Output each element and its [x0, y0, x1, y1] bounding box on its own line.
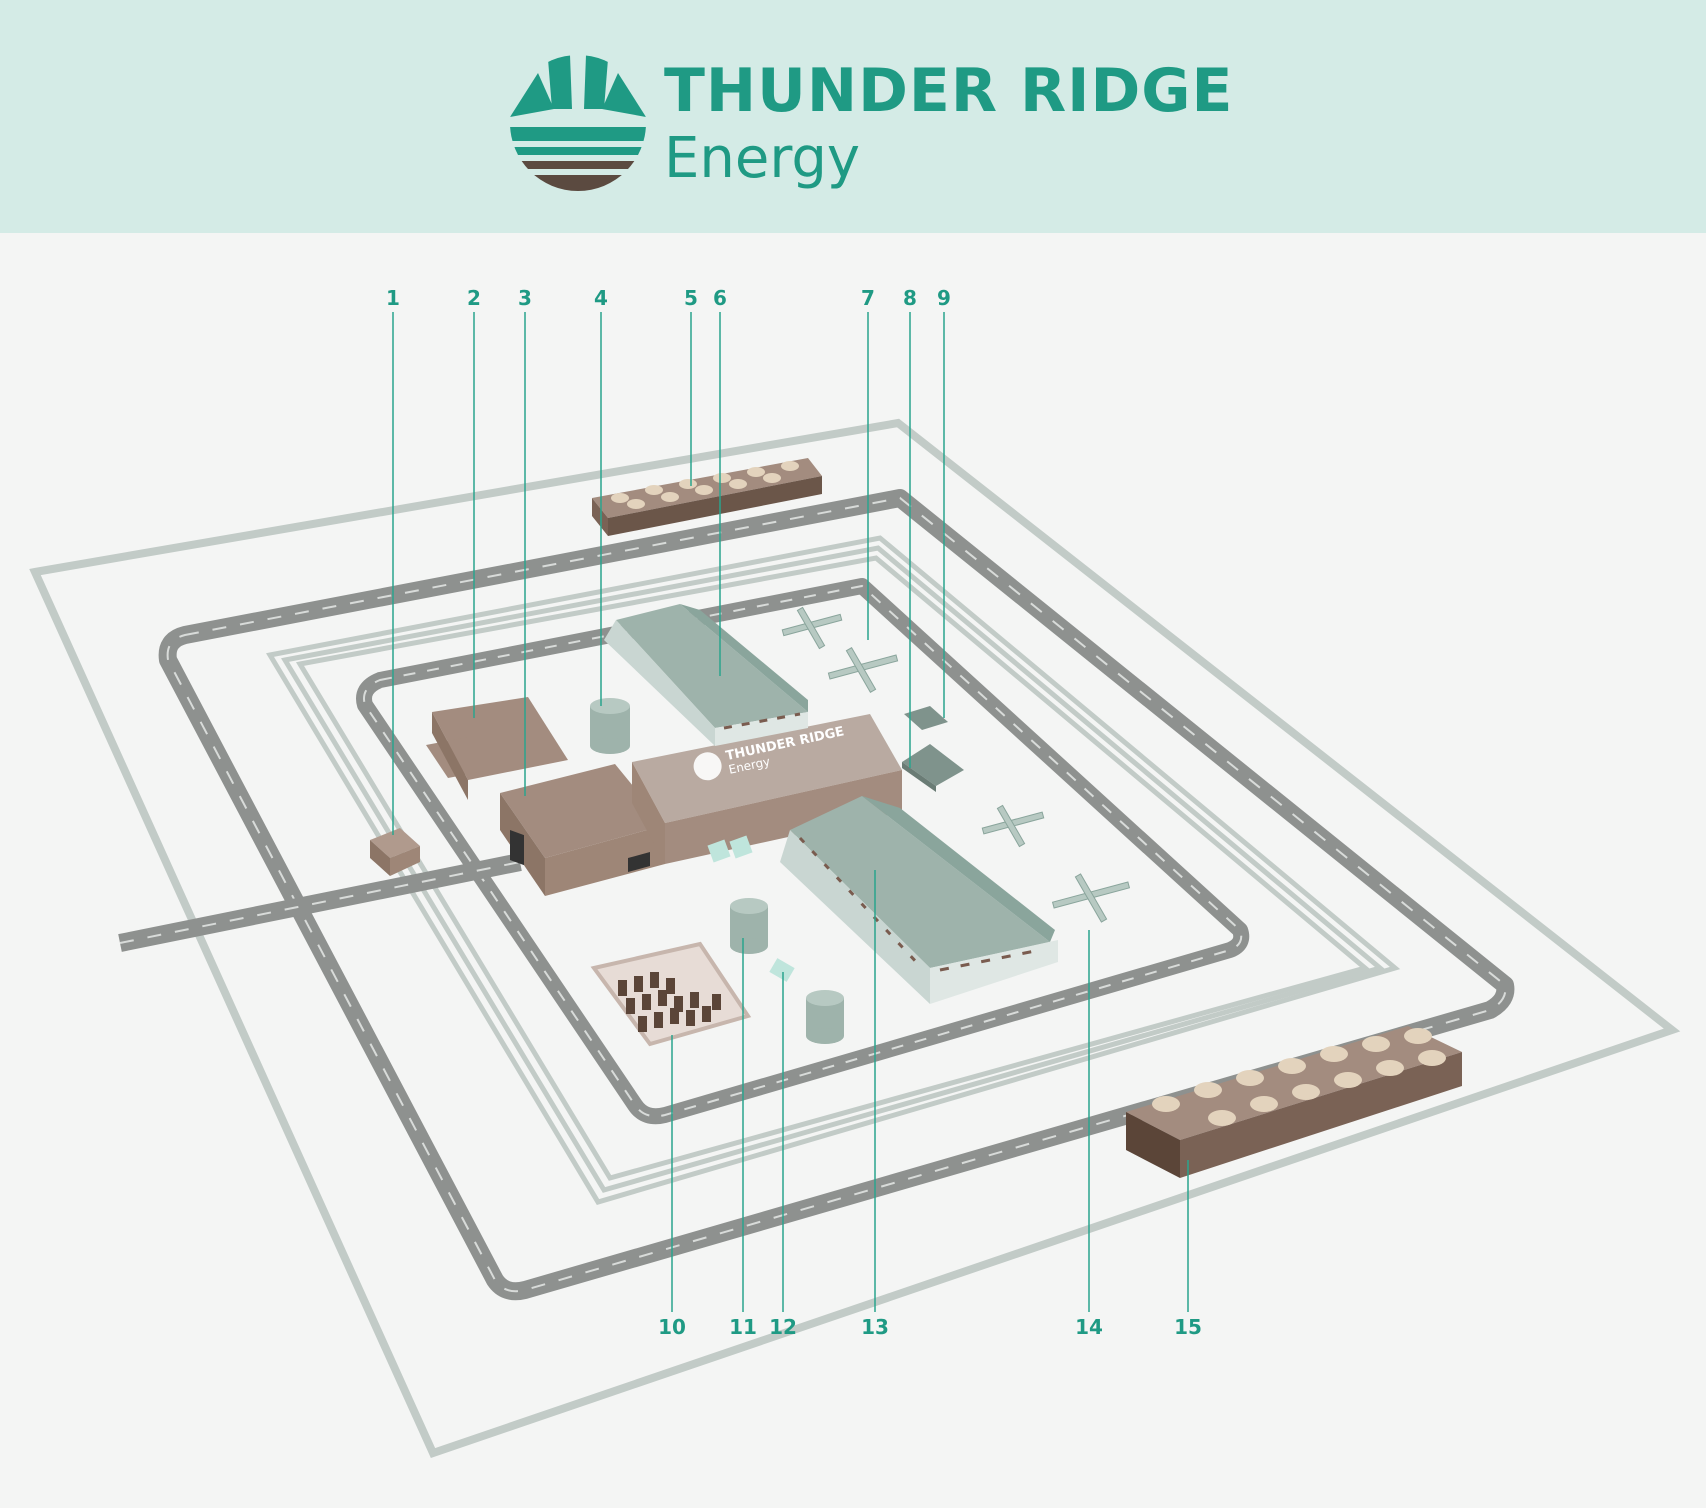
rail-line-1 [266, 535, 1401, 1205]
turbine-hall [500, 764, 665, 896]
callout-number-15: 15 [1174, 1315, 1202, 1339]
callout-number-13: 13 [861, 1315, 889, 1339]
storage-tank-4 [590, 698, 630, 754]
switchgear-pad-8 [902, 744, 964, 792]
plant-site-diagram: THUNDER RIDGE Energy [29, 312, 1681, 1458]
callout-leader-lines [392, 312, 1189, 1312]
site-boundary [29, 418, 1681, 1458]
transformer-cluster-7 [781, 606, 899, 693]
mint-units [707, 835, 795, 982]
lower-battery-block [1126, 1026, 1462, 1178]
callout-number-14: 14 [1075, 1315, 1103, 1339]
rail-line-3 [295, 555, 1371, 1181]
rail-line-2 [281, 545, 1386, 1193]
callout-number-6: 6 [713, 286, 727, 310]
gatehouse [370, 828, 420, 876]
lower-warehouse [780, 796, 1058, 1004]
callout-number-8: 8 [903, 286, 917, 310]
callout-number-11: 11 [729, 1315, 757, 1339]
callout-number-7: 7 [861, 286, 875, 310]
callout-number-2: 2 [467, 286, 481, 310]
transformer-cluster-14 [981, 804, 1131, 923]
callout-number-9: 9 [937, 286, 951, 310]
callout-number-3: 3 [518, 286, 532, 310]
switchgear-pad-9 [904, 706, 948, 730]
callout-number-1: 1 [386, 286, 400, 310]
callout-number-10: 10 [658, 1315, 686, 1339]
storage-tank-12 [806, 990, 844, 1044]
header-banner: THUNDER RIDGE Energy [0, 0, 1706, 233]
callout-number-5: 5 [684, 286, 698, 310]
admin-building [426, 697, 568, 800]
storage-tank-11 [730, 898, 768, 954]
callout-number-12: 12 [769, 1315, 797, 1339]
upper-battery-block [592, 458, 822, 536]
thunder-ridge-logo-icon [510, 55, 646, 191]
cylinder-yard [590, 941, 752, 1047]
upper-warehouse [604, 604, 808, 746]
brand-subtitle: Energy [664, 126, 861, 191]
brand-name: THUNDER RIDGE [664, 56, 1234, 126]
callout-number-4: 4 [594, 286, 608, 310]
